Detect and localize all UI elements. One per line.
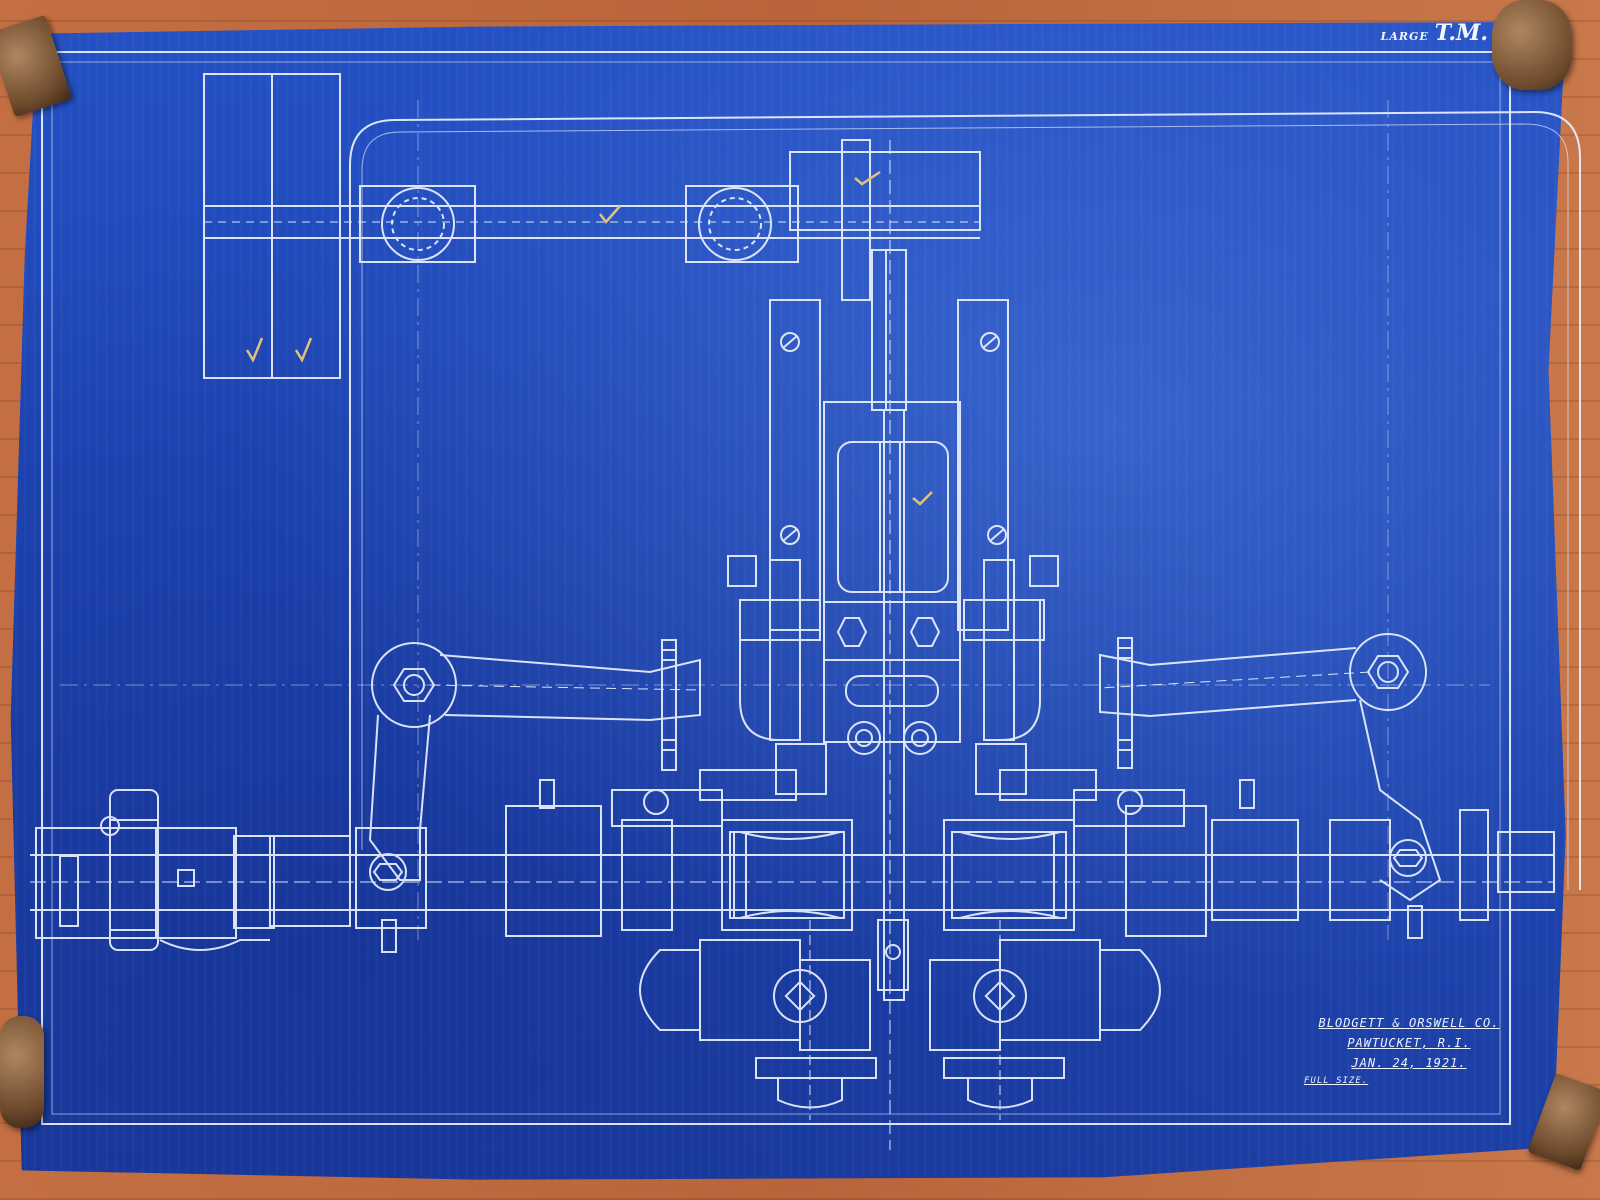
top-shaft [204, 139, 981, 301]
bottom-shaft [30, 779, 1555, 953]
check-mark-4 [854, 170, 881, 186]
check-marks [245, 170, 933, 506]
center-block [739, 600, 1041, 755]
bottom-housings [639, 919, 1161, 1120]
left-lever-arm [368, 639, 701, 891]
left-panel-block [203, 73, 341, 379]
right-cylinder [943, 769, 1185, 931]
drawing-date: JAN. 24, 1921. [1351, 1056, 1467, 1070]
title-block: BLODGETT & ORSWELL CO. PAWTUCKET, R.I. J… [1294, 1016, 1524, 1092]
corner-mark-main: T.M. [1434, 20, 1488, 46]
company-city: PAWTUCKET, R.I. [1347, 1036, 1471, 1050]
central-column [769, 140, 1009, 1150]
inner-border [51, 61, 1501, 1115]
outer-border [41, 51, 1511, 1125]
check-mark-5 [912, 491, 933, 506]
check-mark-2 [294, 337, 313, 363]
center-lines [60, 100, 1490, 940]
paperweight-bottom-left [0, 1016, 44, 1128]
check-mark-3 [599, 205, 621, 224]
left-end-assembly [35, 789, 275, 951]
paperweight-top-right [1492, 0, 1572, 90]
drawing-scale: FULL SIZE. [1304, 1076, 1369, 1086]
corner-mark-prefix: LARGE [1380, 30, 1429, 43]
left-cylinder [611, 769, 853, 931]
company-name: BLODGETT & ORSWELL CO. [1318, 1016, 1500, 1030]
sheet-corner-mark: LARGE T.M. [1381, 20, 1488, 46]
side-guides [727, 555, 1059, 795]
main-frame [349, 110, 1581, 890]
check-mark-1 [245, 337, 264, 363]
